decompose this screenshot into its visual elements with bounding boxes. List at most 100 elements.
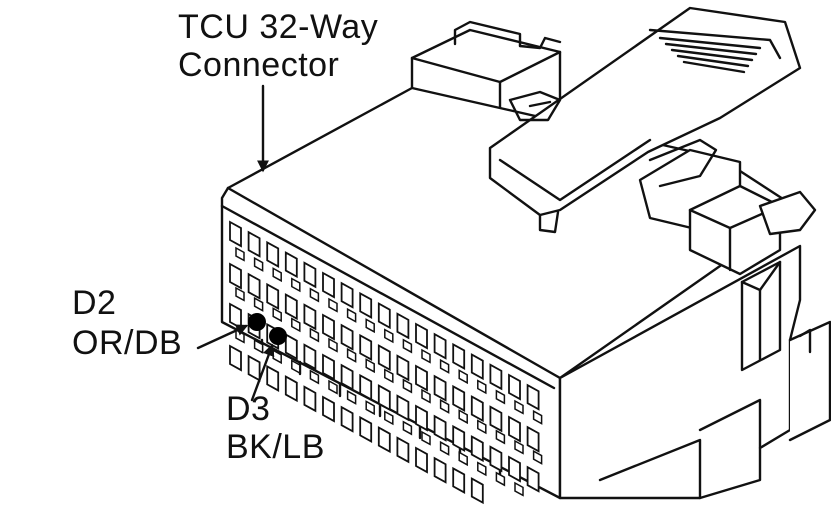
terminal-pin-slot <box>384 410 394 426</box>
terminal-cavity <box>284 333 298 361</box>
terminal-cavity <box>470 395 484 423</box>
terminal-cavity <box>433 456 447 484</box>
terminal-cavity <box>489 363 503 391</box>
connector-right-face <box>558 244 802 500</box>
terminal-pin-slot <box>365 358 375 374</box>
terminal-cavity <box>303 385 317 413</box>
terminal-pin-slot <box>384 368 394 384</box>
terminal-cavity <box>377 344 391 372</box>
terminal-pin-slot <box>328 379 338 395</box>
terminal-cavity <box>359 291 373 319</box>
terminal-cavity <box>303 343 317 371</box>
terminal-cavity <box>340 323 354 351</box>
terminal-cavity <box>266 282 280 310</box>
terminal-cavity <box>247 230 261 258</box>
terminal-cavity <box>340 405 354 433</box>
arrow-icon <box>250 343 275 402</box>
terminal-pin-slot <box>439 398 450 414</box>
terminal-pin-slot <box>346 347 357 363</box>
terminal-pin-slot <box>365 400 375 416</box>
terminal-pin-slot <box>421 388 431 404</box>
terminal-pin-slot <box>421 430 431 446</box>
terminal-pin-slot <box>477 419 487 435</box>
terminal-cavity <box>415 446 428 474</box>
terminal-cavity <box>508 415 521 443</box>
terminal-cavity <box>247 272 261 300</box>
terminal-cavity <box>396 436 410 464</box>
terminal-pin-slot <box>402 378 413 394</box>
terminal-pin-slot <box>253 338 264 354</box>
cavity-grid <box>229 220 543 505</box>
terminal-pin-slot <box>328 337 338 353</box>
terminal-cavity <box>452 466 466 494</box>
terminal-pin-slot <box>421 348 431 364</box>
terminal-cavity <box>415 322 428 350</box>
terminal-pin-slot <box>402 420 413 436</box>
terminal-cavity <box>396 312 410 340</box>
terminal-cavity <box>359 333 373 361</box>
terminal-cavity <box>284 293 298 321</box>
pin-d3-color: BK/LB <box>226 428 325 466</box>
terminal-pin-slot <box>495 471 506 487</box>
terminal-pin-slot <box>291 317 301 333</box>
terminal-pin-slot <box>439 440 450 456</box>
terminal-pin-slot <box>309 287 320 303</box>
terminal-cavity <box>340 281 354 309</box>
terminal-pin-slot <box>532 409 543 425</box>
terminal-pin-slot <box>532 449 543 465</box>
terminal-pin-slot <box>346 307 357 323</box>
terminal-pin-slot <box>365 318 375 334</box>
terminal-cavity <box>433 332 447 360</box>
terminal-cavity <box>508 455 521 483</box>
terminal-cavity <box>508 373 521 401</box>
terminal-pin-slot <box>291 277 301 293</box>
terminal-cavity <box>433 374 447 402</box>
terminal-cavity <box>526 383 540 411</box>
terminal-pin-slot <box>477 461 487 477</box>
terminal-pin-slot <box>458 409 468 425</box>
terminal-pin-slot <box>253 256 264 272</box>
terminal-cavity <box>322 395 335 423</box>
terminal-cavity <box>303 261 317 289</box>
terminal-cavity <box>452 342 466 370</box>
terminal-pin-slot <box>514 399 524 415</box>
terminal-pin-slot <box>495 389 506 405</box>
terminal-cavity <box>340 363 354 391</box>
terminal-cavity <box>284 251 298 279</box>
terminal-pin-slot <box>272 267 282 283</box>
cavity-d2-marker <box>248 313 266 331</box>
terminal-pin-slot <box>458 369 468 385</box>
terminal-cavity <box>415 364 428 392</box>
connector-title-line1: TCU 32-Way <box>178 8 378 46</box>
terminal-cavity <box>266 240 280 268</box>
terminal-cavity <box>229 262 242 290</box>
terminal-cavity <box>433 414 447 442</box>
pin-d2-id: D2 <box>72 284 116 322</box>
terminal-pin-slot <box>477 379 487 395</box>
terminal-pin-slot <box>458 451 468 467</box>
terminal-pin-slot <box>514 481 524 497</box>
terminal-pin-slot <box>514 439 524 455</box>
terminal-pin-slot <box>328 297 338 313</box>
terminal-pin-slot <box>253 296 264 312</box>
terminal-cavity <box>377 302 391 330</box>
terminal-cavity <box>247 354 261 382</box>
terminal-cavity <box>284 375 298 403</box>
terminal-pin-slot <box>309 369 320 385</box>
terminal-cavity <box>489 445 503 473</box>
terminal-cavity <box>266 364 280 392</box>
connector-title-line2: Connector <box>178 46 339 84</box>
pin-d2-color: OR/DB <box>72 324 182 362</box>
terminal-cavity <box>396 394 410 422</box>
terminal-cavity <box>359 415 373 443</box>
arrow-icon <box>196 324 249 350</box>
terminal-cavity <box>229 220 242 248</box>
terminal-cavity <box>396 354 410 382</box>
terminal-pin-slot <box>346 389 357 405</box>
locking-lever <box>488 6 802 217</box>
terminal-pin-slot <box>291 359 301 375</box>
terminal-cavity <box>229 344 242 372</box>
cavity-d3-marker <box>269 327 287 345</box>
terminal-pin-slot <box>272 307 282 323</box>
